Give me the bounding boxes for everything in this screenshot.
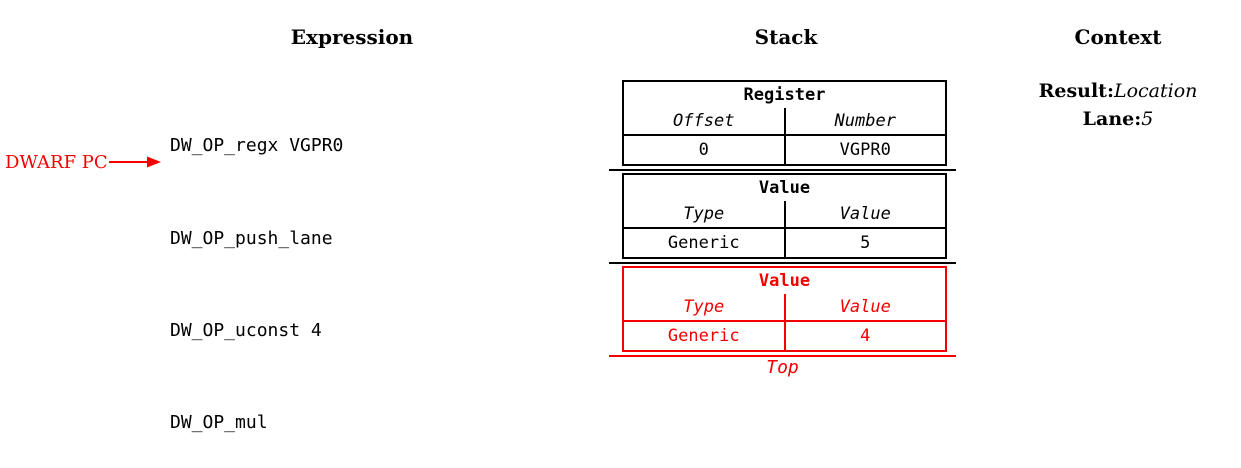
arrow-right-icon: [108, 156, 161, 168]
stack-entry-value-row: 0 VGPR0: [624, 134, 945, 164]
context-lane-line: Lane:5: [1018, 105, 1218, 133]
stack-cell-value-value: 4: [860, 326, 871, 346]
column-header-context: Context: [1074, 25, 1162, 49]
expression-list: DW_OP_regx VGPR0 DW_OP_push_lane DW_OP_u…: [170, 70, 343, 468]
stack-col-label-type: Type: [624, 201, 786, 227]
stack-slot-separator: [609, 355, 956, 357]
context-result-label: Result:: [1038, 80, 1114, 102]
stack-entry-label-row: Offset Number: [624, 108, 945, 134]
column-header-stack: Stack: [754, 25, 818, 49]
context-result-value: Location: [1113, 80, 1198, 102]
expression-item: DW_OP_uconst 4: [170, 319, 322, 341]
stack-cell-type-value: Generic: [624, 229, 786, 257]
stack-top-label: Top: [766, 357, 799, 378]
stack-col-label-value: Value: [839, 297, 891, 317]
stack-cell-number-value: VGPR0: [839, 140, 891, 160]
stack-cell-value-value: 5: [860, 233, 871, 253]
stack-entry-label-row: Type Value: [624, 201, 945, 227]
stack-entry-value-generic-4-top: Value Type Value Generic 4: [622, 266, 947, 352]
stack-cell-type-value: Generic: [624, 322, 786, 350]
stack-entry-title: Value: [758, 271, 811, 291]
context-result-line: Result:Location: [1018, 77, 1218, 105]
expression-item: DW_OP_regx VGPR0: [170, 135, 344, 157]
stack-col-label-type: Type: [624, 294, 786, 320]
stack-entry-title: Register: [743, 85, 826, 105]
stack-col-label-number: Number: [834, 111, 896, 131]
stack-entry-value-row: Generic 5: [624, 227, 945, 257]
dwarf-pc-annotation: DWARF PC: [5, 150, 161, 174]
stack-slot-separator: [609, 169, 956, 171]
stack-col-label-offset: Offset: [624, 108, 786, 134]
stack-entry-register: Register Offset Number 0 VGPR0: [622, 80, 947, 166]
stack-entry-value-row: Generic 4: [624, 320, 945, 350]
dwarf-pc-label: DWARF PC: [5, 151, 108, 173]
stack-cell-offset-value: 0: [624, 136, 786, 164]
expression-item: DW_OP_push_lane: [170, 227, 333, 249]
stack-entry-title: Value: [758, 178, 811, 198]
stack-col-label-value: Value: [839, 204, 891, 224]
expression-item: DW_OP_mul: [170, 411, 268, 433]
context-block: Result:Location Lane:5: [1018, 77, 1218, 133]
context-lane-label: Lane:: [1082, 108, 1142, 130]
column-header-expression: Expression: [290, 25, 414, 49]
stack-slot-separator: [609, 262, 956, 264]
context-lane-value: 5: [1141, 108, 1154, 130]
stack-entry-value-generic-5: Value Type Value Generic 5: [622, 173, 947, 259]
stack-entry-label-row: Type Value: [624, 294, 945, 320]
